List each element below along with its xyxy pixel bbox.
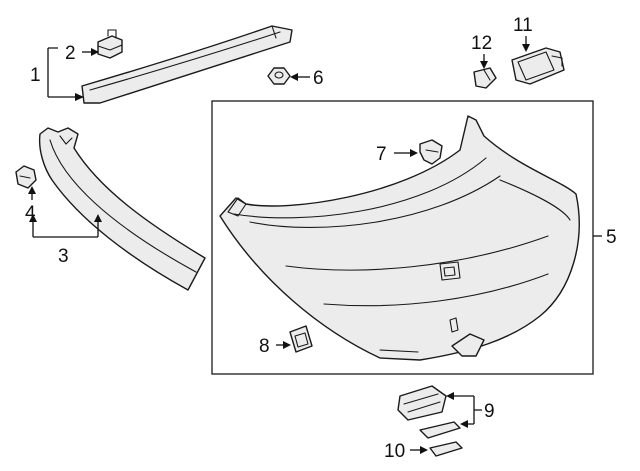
callout-7: 7 (376, 144, 387, 165)
part-3-pillar-garnish (38, 127, 206, 291)
leader-lines (28, 36, 602, 454)
part-1-upper-garnish (81, 25, 293, 104)
part-12-bulb (473, 67, 497, 89)
callout-2: 2 (65, 43, 76, 64)
part-4-clip (15, 165, 37, 189)
part-9-lamp-assembly (397, 385, 461, 439)
part-5-group-box (211, 100, 594, 375)
callout-9: 9 (484, 401, 495, 422)
callout-6: 6 (313, 68, 324, 89)
callout-1: 1 (30, 65, 41, 86)
part-10-bulb (429, 441, 463, 457)
part-2-clip (97, 29, 123, 59)
callout-10: 10 (384, 441, 405, 462)
callout-12: 12 (471, 33, 492, 54)
callout-labels: 1 2 3 4 5 6 7 8 9 10 11 12 (25, 15, 617, 462)
part-6-nut (267, 67, 291, 85)
callout-5: 5 (606, 227, 617, 248)
callout-11: 11 (513, 15, 533, 36)
part-5-liftgate-trim-panel (219, 115, 580, 361)
callout-4: 4 (25, 203, 36, 224)
part-7-clip (419, 139, 443, 165)
part-8-clip (289, 325, 313, 353)
callout-3: 3 (58, 246, 69, 267)
callout-8: 8 (259, 336, 270, 357)
part-11-lamp (511, 47, 565, 85)
